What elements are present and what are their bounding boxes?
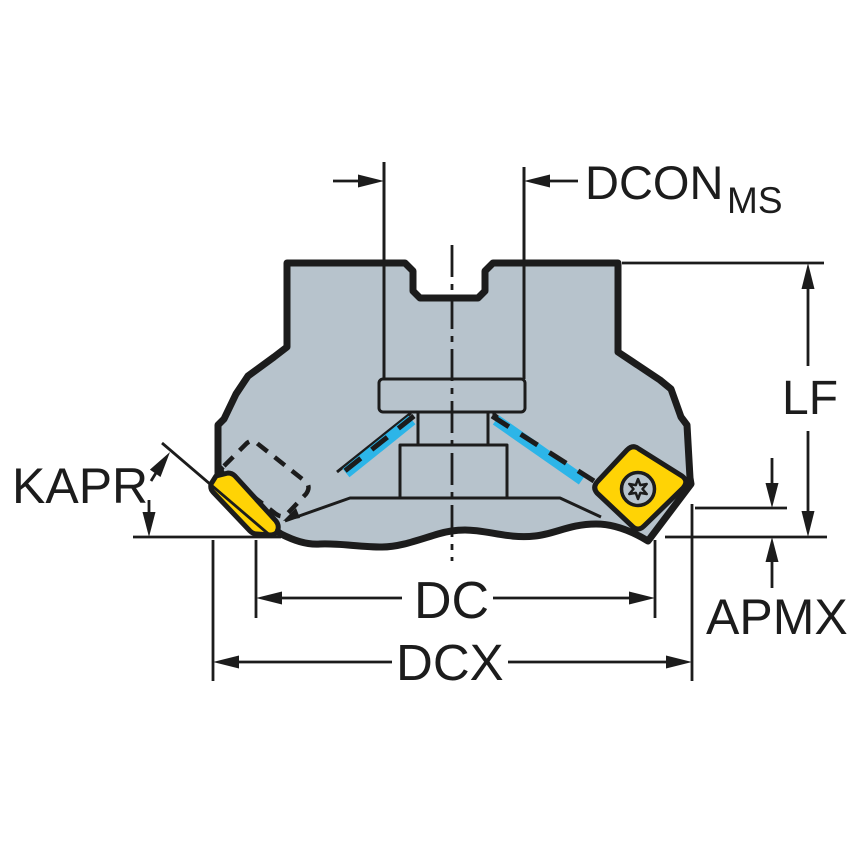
dcon-subscript-label: MS [727, 180, 783, 221]
dcx-label: DCX [396, 634, 504, 691]
dcon-dimension: DCON MS [333, 156, 783, 221]
apmx-dimension: APMX [695, 458, 848, 645]
lf-arrowhead-top [801, 263, 815, 289]
insert-left [208, 470, 281, 538]
torx-star [628, 477, 648, 501]
dcx-arrowhead-right [666, 655, 692, 669]
dcon-label: DCON [585, 156, 723, 209]
dc-arrowhead-left [256, 591, 282, 605]
dc-dimension: DC [254, 540, 657, 630]
apmx-arrowhead-down [765, 483, 779, 508]
kapr-angle-arrowhead [149, 452, 170, 477]
apmx-label: APMX [706, 589, 848, 645]
dc-label: DC [414, 572, 489, 630]
chip-flute-left [334, 411, 416, 480]
dcon-arrowhead-left [358, 174, 384, 188]
lf-arrowhead-bottom [801, 511, 815, 537]
dcon-arrowhead-right [524, 174, 550, 188]
kapr-arrowhead-down [142, 512, 156, 537]
dcx-arrowhead-left [213, 655, 239, 669]
flute-edge-line [336, 411, 412, 474]
apmx-arrowhead-up [765, 537, 779, 562]
flute-hidden-edge [334, 414, 416, 480]
flute-coolant-stripe [492, 415, 586, 485]
kapr-edge-angle-line [161, 441, 273, 539]
dcx-dimension: DCX [211, 504, 694, 691]
face-chamfer-line [284, 496, 602, 523]
torx-screw-icon [619, 470, 657, 508]
kapr-dimension: KAPR [12, 441, 281, 539]
hidden-edge-tick [283, 508, 300, 521]
dc-arrowhead-right [629, 591, 655, 605]
kapr-label: KAPR [12, 458, 148, 514]
chip-flute-right [490, 411, 596, 485]
lf-label: LF [782, 372, 838, 425]
